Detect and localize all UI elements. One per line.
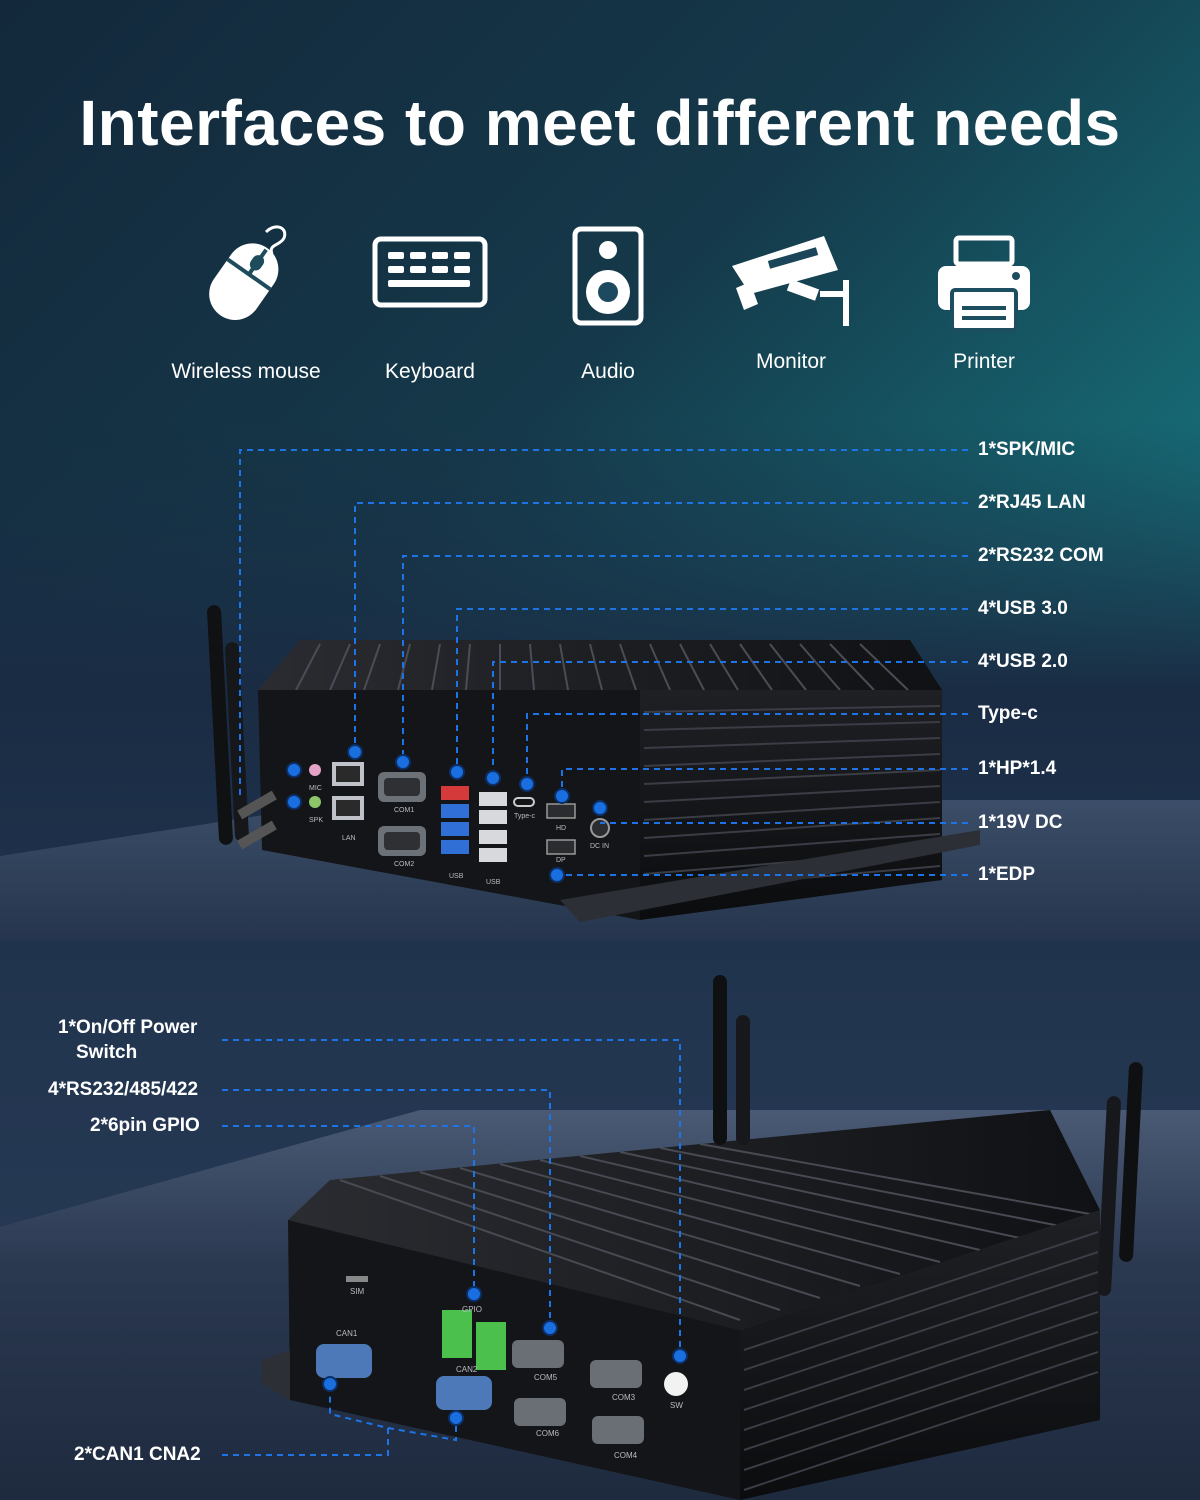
port-label-typec: Type-c (514, 813, 536, 820)
callout-spk-mic: 1*SPK/MIC (978, 439, 1076, 460)
port-label-spk: SPK (309, 817, 323, 824)
keyboard-icon (372, 236, 488, 308)
port-label-com5: COM5 (534, 1373, 558, 1382)
port-label-usb2: USB (486, 879, 501, 886)
port-label-com1: COM1 (394, 807, 414, 814)
camera-icon (732, 236, 849, 326)
callout-typec: Type-c (978, 703, 1038, 724)
bottom-device: SIM GPIO CAN1 CAN2 COM5 COM3 COM6 COM4 S… (262, 975, 1143, 1500)
port-label-com4: COM4 (614, 1451, 638, 1460)
port-label-usb3: USB (449, 873, 464, 880)
callout-can: 2*CAN1 CNA2 (74, 1444, 201, 1465)
peripheral-monitor: Monitor (728, 232, 854, 373)
printer-icon (938, 235, 1030, 332)
peripheral-keyboard: Keyboard (372, 236, 488, 383)
port-label-lan: LAN (342, 835, 356, 842)
bottom-callout-lines (222, 1039, 681, 1456)
peripheral-printer: Printer (936, 234, 1032, 373)
port-label-gpio: GPIO (462, 1305, 482, 1314)
callout-power-switch-line2: Switch (76, 1042, 138, 1063)
port-label-mic: MIC (309, 785, 322, 792)
callout-usb3: 4*USB 3.0 (978, 598, 1068, 619)
peripheral-label: Keyboard (385, 360, 475, 383)
port-label-com3: COM3 (612, 1393, 636, 1402)
port-label-dp: DP (556, 857, 566, 864)
peripheral-wireless-mouse: Wireless mouse (171, 222, 321, 383)
callout-usb2: 4*USB 2.0 (978, 651, 1068, 672)
port-label-dcin: DC IN (590, 843, 609, 850)
callout-hdmi: 1*HP*1.4 (978, 758, 1057, 779)
peripheral-label: Wireless mouse (171, 360, 321, 383)
top-callout-dots (286, 744, 608, 883)
top-callout-lines (239, 449, 968, 876)
mouse-icon (209, 225, 287, 320)
port-label-com6: COM6 (536, 1429, 560, 1438)
callout-rj45-lan: 2*RJ45 LAN (978, 492, 1086, 513)
peripheral-audio: Audio (572, 226, 644, 383)
callout-power-switch-line1: 1*On/Off Power (58, 1017, 198, 1038)
callout-dc-in: 1*19V DC (978, 812, 1063, 833)
bottom-callout-dots (322, 1286, 688, 1426)
port-label-com2: COM2 (394, 861, 414, 868)
peripheral-label: Printer (953, 350, 1015, 373)
page-title: Interfaces to meet different needs (79, 87, 1121, 159)
speaker-icon (572, 226, 644, 326)
peripheral-label: Audio (581, 360, 635, 383)
port-label-sim: SIM (350, 1287, 365, 1296)
callout-gpio: 2*6pin GPIO (90, 1115, 200, 1136)
port-label-can1: CAN1 (336, 1329, 358, 1338)
callout-serial-ports: 4*RS232/485/422 (48, 1079, 199, 1100)
port-label-hd: HD (556, 825, 566, 832)
port-label-can2: CAN2 (456, 1365, 478, 1374)
top-device: MIC SPK LAN COM1 COM2 USB USB Type-c HD … (207, 605, 980, 922)
peripheral-label: Monitor (755, 350, 827, 373)
port-label-sw: SW (670, 1401, 683, 1410)
callout-rs232-com: 2*RS232 COM (978, 545, 1104, 566)
callout-edp: 1*EDP (978, 864, 1036, 885)
